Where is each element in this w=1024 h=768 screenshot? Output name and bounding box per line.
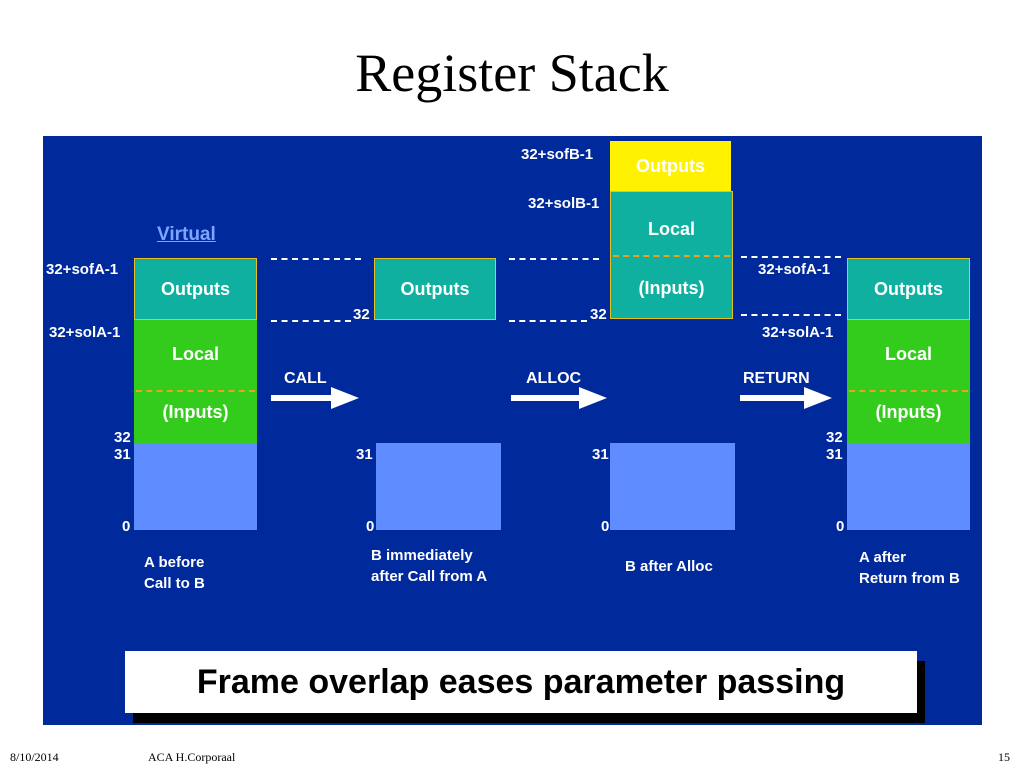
label-c-0: 0 [601,518,610,535]
caption-b-immediately-line1: B immediately [371,547,473,564]
label-b-0: 0 [366,518,375,535]
c-low-registers-block [610,443,735,530]
dash-return-bottom [741,314,841,316]
d-outputs-block: Outputs [847,258,970,320]
footer-page-number: 15 [998,750,1010,764]
footer-author: ACA H.Corporaal [148,750,236,764]
caption-b-after-alloc: B after Alloc [625,558,713,575]
c-outputs-block: Outputs [610,141,731,191]
caption-a-after: A after Return from B [859,547,960,589]
a-local-block: Local (Inputs) [134,320,257,443]
d-local-label: Local [884,344,932,364]
a-divider [136,390,255,392]
c-local-label: Local [647,219,695,239]
label-d-0: 0 [836,518,845,535]
footer-date: 8/10/2014 [10,750,59,764]
dash-alloc-bottom [509,320,587,322]
dash-alloc-top [509,258,599,260]
b-low-registers-block [376,443,501,530]
caption-a-before-line2: Call to B [144,575,205,592]
c-local-block: Local (Inputs) [610,191,733,319]
d-local-block: Local (Inputs) [847,320,970,443]
label-c-31: 31 [592,446,609,463]
return-arrow-icon [740,387,832,409]
call-label: CALL [284,370,327,387]
label-d-31: 31 [826,446,843,463]
label-b-31: 31 [356,446,373,463]
alloc-label: ALLOC [526,370,582,387]
label-31: 31 [114,446,131,463]
a-inputs-label: (Inputs) [162,402,229,422]
diagram-panel: Virtual 32+sofA-1 32+solA-1 32 31 0 Outp… [43,136,982,725]
caption-b-immediately-line2: after Call from A [371,568,488,585]
label-solA-right: 32+solA-1 [762,324,834,341]
alloc-arrow-icon [511,387,607,409]
a-outputs-block: Outputs [134,258,257,320]
label-solA: 32+solA-1 [49,324,121,341]
label-sofA-right: 32+sofA-1 [758,261,831,278]
d-low-registers-block [847,443,970,530]
label-32: 32 [114,429,131,446]
caption-a-after-line1: A after [859,549,906,566]
label-d-32: 32 [826,429,843,446]
a-low-registers-block [134,443,257,530]
dash-call-top [271,258,361,260]
caption-b-immediately: B immediately after Call from A [371,545,487,587]
caption-a-before: A before Call to B [144,552,205,594]
call-arrow-icon [271,387,359,409]
label-sofA: 32+sofA-1 [46,261,119,278]
d-divider [849,390,968,392]
b-outputs-block: Outputs [374,258,496,320]
banner: Frame overlap eases parameter passing [125,651,917,713]
dash-call-bottom [271,320,351,322]
slide-title: Register Stack [355,43,669,103]
label-solB: 32+solB-1 [528,195,600,212]
return-label: RETURN [743,370,810,387]
c-divider [613,255,730,257]
label-sofB: 32+sofB-1 [521,146,594,163]
a-local-label: Local [171,344,219,364]
caption-a-after-line2: Return from B [859,570,960,587]
virtual-label: Virtual [157,224,216,245]
caption-a-before-line1: A before [144,554,205,571]
label-0: 0 [122,518,131,535]
label-b-32: 32 [353,306,370,323]
c-inputs-label: (Inputs) [638,278,705,298]
d-inputs-label: (Inputs) [875,402,942,422]
dash-return-top [741,256,841,258]
label-c-32: 32 [590,306,607,323]
